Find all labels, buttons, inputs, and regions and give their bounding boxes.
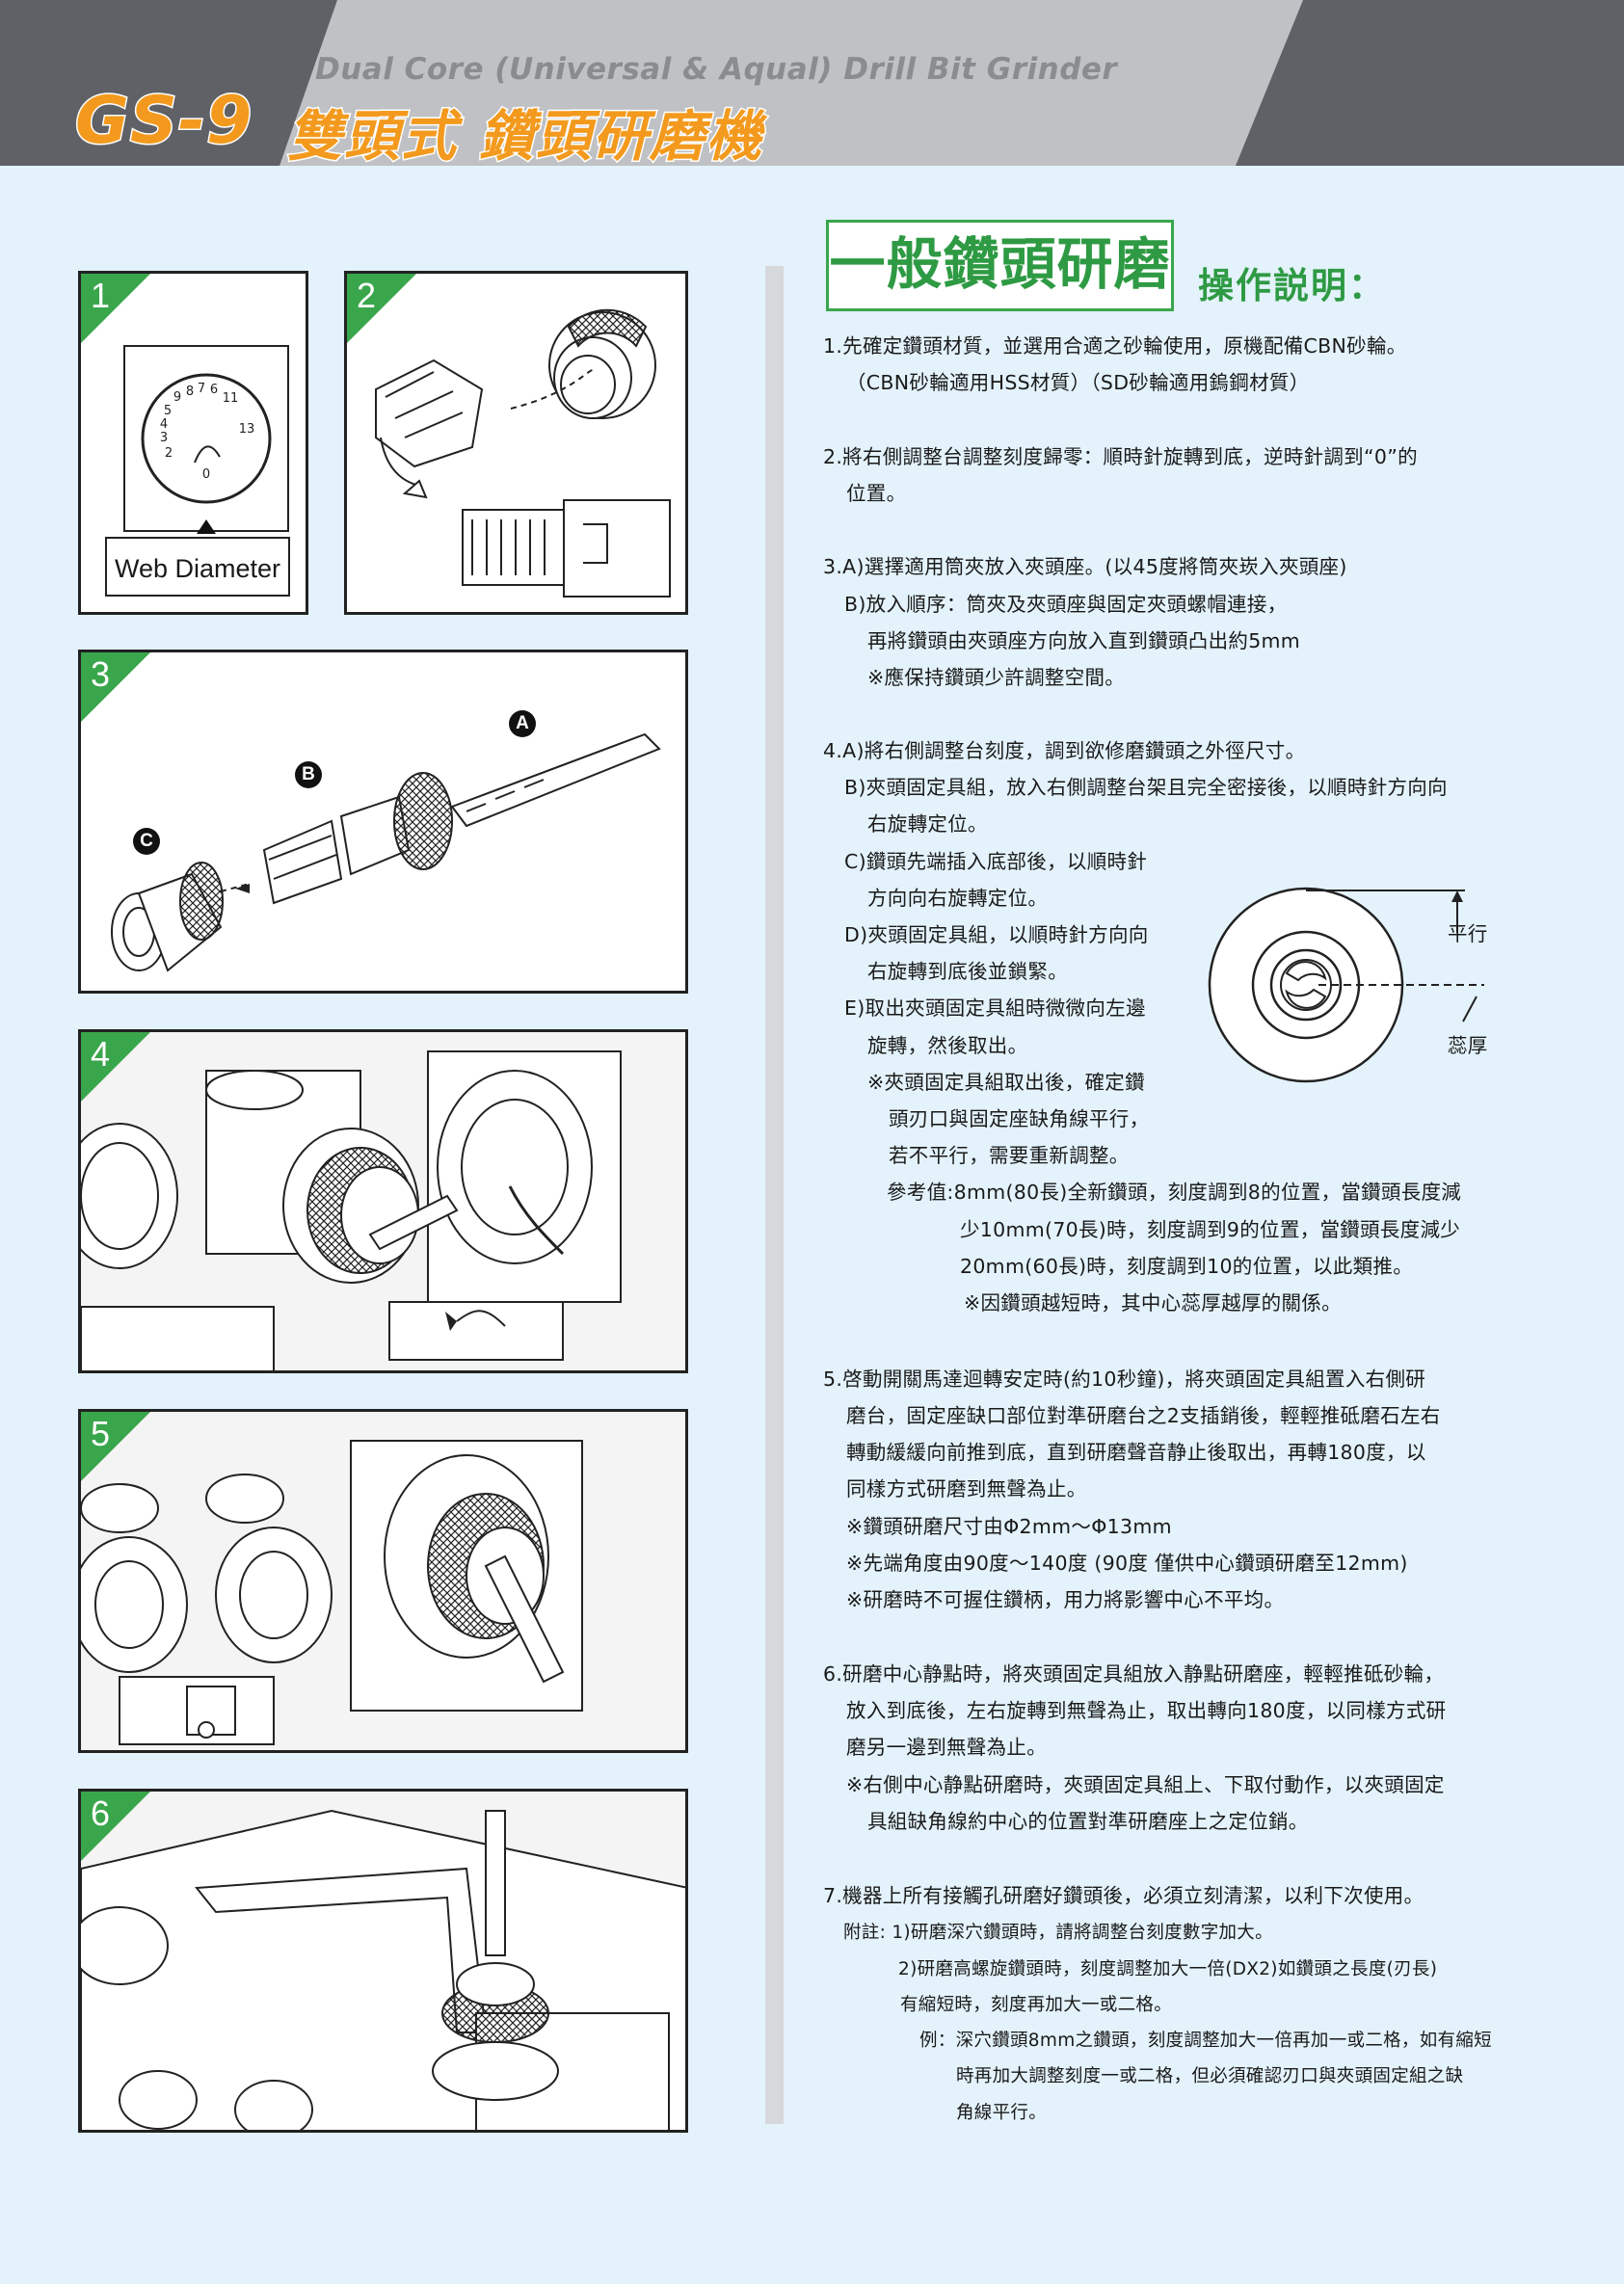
instruction-line: 例：深穴鑽頭8mm之鑽頭，刻度調整加大一倍再加一或二格，如有縮短	[919, 2031, 1492, 2051]
step-corner-badge	[81, 1032, 150, 1102]
instruction-line: B)放入順序：筒夾及夾頭座與固定夾頭螺帽連接，	[844, 593, 1288, 616]
instruction-line: ※應保持鑽頭少許調整空間。	[867, 666, 1126, 689]
instruction-line: ※先端角度由90度～140度 (90度 僅供中心鑽頭研磨至12mm)	[846, 1552, 1408, 1575]
dial-number: 11	[223, 391, 239, 406]
instruction-line: 有縮短時，刻度再加大一或二格。	[900, 1995, 1173, 2015]
step-corner-badge	[81, 1792, 150, 1861]
instruction-line: 時再加大調整刻度一或二格，但必須確認刃口與夾頭固定組之缺	[956, 2066, 1464, 2086]
step-corner-badge	[81, 1412, 150, 1481]
instruction-line: D)夾頭固定具組，以順時針方向向	[844, 923, 1149, 946]
web-thickness-diagram: 平行 蕊厚	[1205, 877, 1494, 1166]
web-thickness-label: 蕊厚	[1448, 1034, 1488, 1057]
panel-step-3: 3 A B C	[78, 650, 688, 994]
instruction-line: 頭刃口與固定座缺角線平行，	[889, 1107, 1150, 1130]
instruction-line: ※研磨時不可握住鑽柄，用力將影響中心不平均。	[846, 1588, 1285, 1611]
dial-number: 0	[202, 467, 210, 482]
dial-number: 2	[165, 446, 173, 461]
instruction-line: ※因鑽頭越短時，其中心蕊厚越厚的關係。	[964, 1291, 1342, 1315]
parallel-label: 平行	[1448, 922, 1488, 945]
instruction-line: 旋轉，然後取出。	[867, 1034, 1028, 1057]
callout-b: B	[295, 761, 322, 788]
web-diameter-dial-illustration: 9 8 7 6 11 5 4 3 2 0 13	[123, 345, 289, 534]
machine-chuck-insertion-illustration	[81, 1032, 685, 1370]
panel-step-4: 4	[78, 1029, 688, 1373]
dial-number: 6	[210, 383, 218, 397]
step-number: 1	[91, 276, 111, 315]
instruction-line: C)鑽頭先端插入底部後，以順時針	[844, 850, 1148, 873]
instruction-line: 方向向右旋轉定位。	[867, 887, 1049, 910]
instruction-line: 1.先確定鑽頭材質，並選用合適之砂輪使用，原機配備CBN砂輪。	[823, 334, 1407, 358]
instruction-line: ※夾頭固定具組取出後，確定鑽	[867, 1071, 1145, 1094]
chuck-assembly-illustration	[111, 732, 661, 972]
dial-number: 5	[164, 404, 172, 418]
dial-number: 7	[198, 382, 205, 396]
instruction-line: 位置。	[846, 482, 907, 505]
instruction-line: 同樣方式研磨到無聲為止。	[846, 1477, 1087, 1501]
panel-step-6: 6	[78, 1789, 688, 2133]
panel-step-5: 5	[78, 1409, 688, 1753]
instruction-line: 具組缺角線約中心的位置對準研磨座上之定位銷。	[867, 1810, 1309, 1833]
instruction-line: 右旋轉到底後並鎖緊。	[867, 960, 1068, 983]
step-number: 5	[91, 1414, 111, 1453]
step-number: 2	[357, 276, 377, 315]
panel-step-2: 2	[344, 271, 688, 615]
instruction-line: 轉動緩緩向前推到底，直到研磨聲音静止後取出，再轉180度，以	[846, 1441, 1426, 1464]
instruction-line: 右旋轉定位。	[867, 812, 988, 836]
instruction-line: （CBN砂輪適用HSS材質）（SD砂輪適用鎢鋼材質）	[846, 371, 1310, 394]
instruction-line: 5.啓動開關馬達迴轉安定時(約10秒鐘)，將夾頭固定具組置入右側研	[823, 1368, 1426, 1391]
instruction-line: 少10mm(70長)時，刻度調到9的位置，當鑽頭長度減少	[960, 1218, 1461, 1241]
step-corner-badge	[347, 274, 416, 343]
center-point-grinding-illustration	[81, 1792, 685, 2130]
section-title-box: 一般鑽頭研磨	[826, 220, 1174, 311]
instruction-line: 7.機器上所有接觸孔研磨好鑽頭後，必須立刻清潔，以利下次使用。	[823, 1884, 1424, 1907]
instruction-line: 4.A)將右側調整台刻度，調到欲修磨鑽頭之外徑尺寸。	[823, 739, 1306, 762]
page-header: Dual Core (Universal & Aqual) Drill Bit …	[0, 0, 1624, 171]
dial-number: 13	[239, 422, 255, 437]
instruction-line: 2.將右側調整台調整刻度歸零：順時針旋轉到底，逆時針調到“0”的	[823, 445, 1418, 468]
web-diameter-label: Web Diameter	[105, 537, 290, 597]
dial-number: 4	[160, 417, 168, 432]
step-number: 6	[91, 1793, 111, 1833]
callout-a: A	[509, 710, 536, 737]
instruction-line: E)取出夾頭固定具組時微微向左邊	[844, 996, 1146, 1020]
instruction-line: 角線平行。	[956, 2103, 1048, 2123]
instruction-line: 若不平行，需要重新調整。	[889, 1144, 1130, 1167]
model-name: GS-9	[73, 82, 253, 161]
instruction-line: ※右側中心静點研磨時，夾頭固定具組上、下取付動作，以夾頭固定	[846, 1773, 1445, 1796]
collet-assembly-illustration	[375, 308, 671, 598]
column-divider	[765, 266, 784, 2124]
instruction-line: 再將鑽頭由夾頭座方向放入直到鑽頭凸出約5mm	[867, 629, 1301, 652]
instruction-line: 放入到底後，左右旋轉到無聲為止，取出轉向180度，以同樣方式研	[846, 1699, 1447, 1722]
header-subtitle-en: Dual Core (Universal & Aqual) Drill Bit …	[315, 52, 1118, 87]
instruction-line: 2)研磨高螺旋鑽頭時，刻度調整加大一倍(DX2)如鑽頭之長度(刃長)	[898, 1959, 1438, 1979]
step-corner-badge	[81, 274, 150, 343]
header-title-cn: 雙頭式 鑽頭研磨機	[286, 104, 763, 171]
dial-number: 9	[173, 390, 181, 405]
operation-instructions-title: 操作説明：	[1198, 265, 1386, 306]
instruction-line: 3.A)選擇適用筒夾放入夾頭座。(以45度將筒夾崁入夾頭座)	[823, 555, 1347, 578]
instruction-line: ※鑽頭研磨尺寸由Φ2mm～Φ13mm	[846, 1515, 1172, 1538]
instruction-line: 磨另一邊到無聲為止。	[846, 1736, 1047, 1759]
step-corner-badge	[81, 652, 150, 722]
instruction-line: 附註: 1)研磨深穴鑽頭時，請將調整台刻度數字加大。	[843, 1923, 1273, 1943]
header-banner	[0, 0, 1624, 166]
panel-step-1: 9 8 7 6 11 5 4 3 2 0 13 1 Web Diameter	[78, 271, 308, 615]
step-number: 3	[91, 654, 111, 694]
instruction-line: 磨台，固定座缺口部位對準研磨台之2支插銷後，輕輕推砥磨石左右	[846, 1404, 1441, 1427]
web-thickness-diagram-art	[1208, 887, 1484, 1083]
instruction-line: 20mm(60長)時，刻度調到10的位置，以此類推。	[960, 1255, 1413, 1278]
instruction-line: 6.研磨中心静點時，將夾頭固定具組放入静點研磨座，輕輕推砥砂輪，	[823, 1662, 1445, 1686]
dial-number: 8	[186, 385, 194, 399]
step-number: 4	[91, 1034, 111, 1074]
instruction-line: 參考值:8mm(80長)全新鑽頭，刻度調到8的位置，當鑽頭長度減	[887, 1181, 1462, 1204]
dial-number: 3	[160, 431, 168, 445]
callout-c: C	[133, 828, 160, 855]
instruction-line: B)夾頭固定具組，放入右側調整台架且完全密接後，以順時針方向向	[844, 776, 1448, 799]
machine-grinding-illustration	[81, 1412, 685, 1750]
